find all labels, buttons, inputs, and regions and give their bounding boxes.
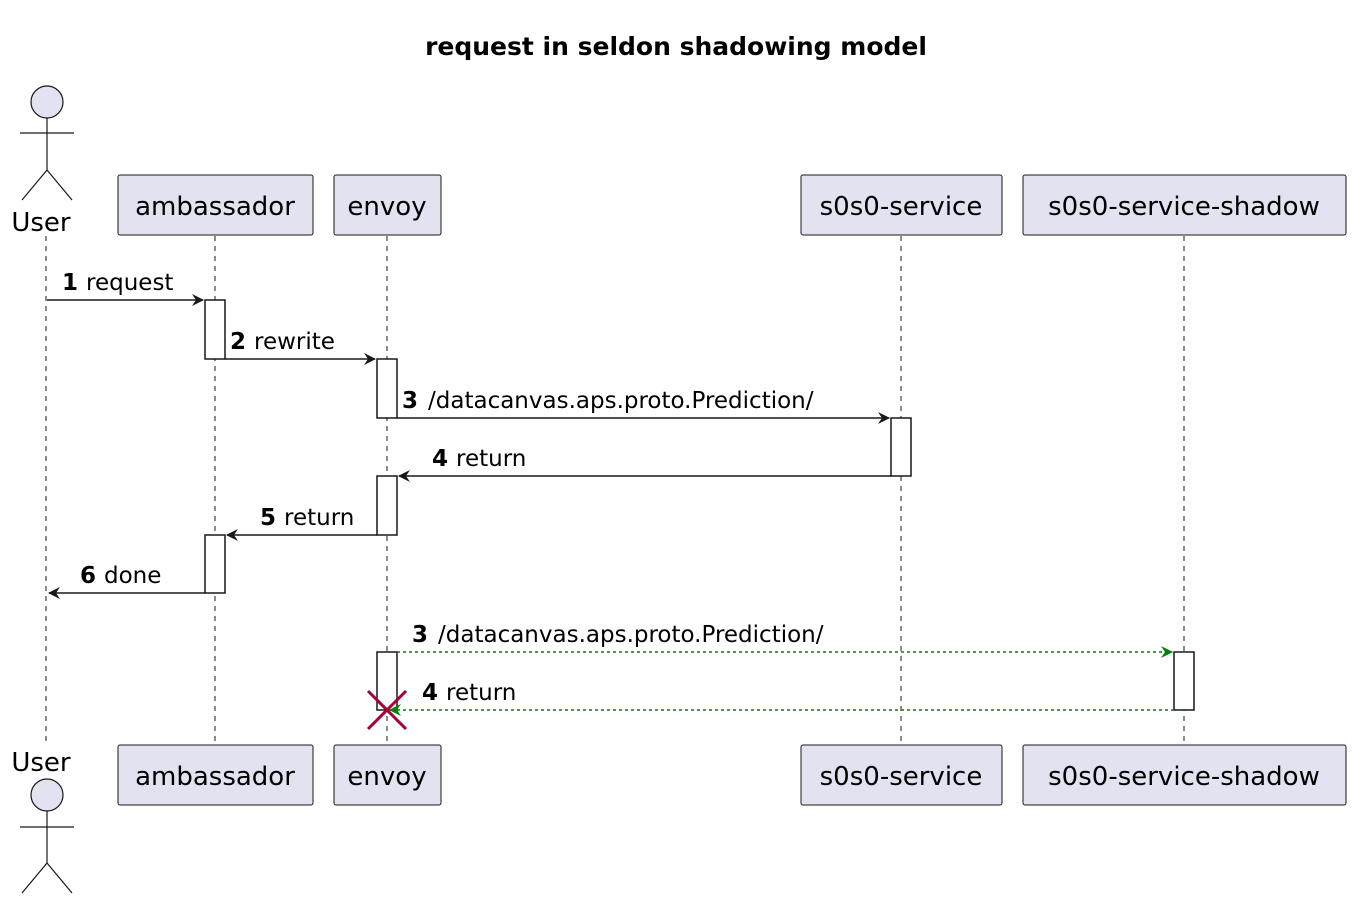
actor-head [30, 778, 64, 812]
message-number: 3 [402, 388, 418, 414]
participant-envoy-label: envoy [347, 192, 426, 222]
participants-top: User ambassador envoy s0s0-service s0s0-… [11, 85, 1347, 238]
message-2-rewrite: 2 rewrite [225, 329, 376, 365]
message-number: 2 [230, 329, 246, 355]
message-4-return: 4 return [398, 446, 891, 482]
message-label: rewrite [254, 329, 335, 355]
message-label: return [284, 505, 354, 531]
message-5-return: 5 return [226, 505, 377, 541]
participant-s0s0-service-shadow-bottom: s0s0-service-shadow [1022, 744, 1347, 806]
participant-ambassador-top: ambassador [117, 174, 314, 236]
messages: 1 request 2 rewrite 3/datacanvas.aps.proto… [47, 270, 1174, 716]
participant-s0s0-service-label: s0s0-service [820, 762, 983, 792]
participant-s0s0-service-shadow-label: s0s0-service-shadow [1048, 192, 1320, 222]
message-label: done [104, 563, 161, 589]
participant-s0s0-service-top: s0s0-service [800, 174, 1003, 236]
participant-ambassador-bottom: ambassador [117, 744, 314, 806]
participant-envoy-label: envoy [347, 762, 426, 792]
participants-bottom: User ambassador envoy s0s0-service s0s0-… [11, 744, 1347, 894]
activation-envoy-2 [376, 475, 398, 536]
actor-user-top: User [11, 85, 74, 238]
message-label: /datacanvas.aps.proto.Prediction/ [428, 388, 814, 414]
activation-s0s0-service [890, 417, 912, 477]
svg-text:3/datacanvas.aps.proto.Predict: 3/datacanvas.aps.proto.Prediction/ [412, 622, 824, 648]
message-number: 1 [62, 270, 78, 296]
message-label: return [456, 446, 526, 472]
actor-head [30, 85, 64, 119]
activation-s0s0-service-shadow [1173, 651, 1195, 711]
actor-user-label: User [11, 208, 71, 238]
message-1-request: 1 request [47, 270, 204, 306]
participant-envoy-bottom: envoy [333, 744, 442, 806]
svg-text:3/datacanvas.aps.proto.Predict: 3/datacanvas.aps.proto.Prediction/ [402, 388, 814, 414]
participant-s0s0-service-shadow-label: s0s0-service-shadow [1048, 762, 1320, 792]
message-label: /datacanvas.aps.proto.Prediction/ [438, 622, 824, 648]
message-number: 6 [80, 563, 96, 589]
actor-user-bottom: User [11, 748, 74, 894]
participant-ambassador-label: ambassador [135, 762, 295, 792]
participant-s0s0-service-bottom: s0s0-service [800, 744, 1003, 806]
message-3-shadow-prediction: 3/datacanvas.aps.proto.Prediction/ [397, 622, 1173, 658]
message-4-shadow-return: 4 return [389, 680, 1174, 716]
activation-ambassador-1 [204, 299, 226, 360]
message-6-done: 6 done [48, 563, 205, 599]
message-number: 4 [422, 680, 438, 706]
message-number: 5 [260, 505, 276, 531]
message-3-prediction: 3/datacanvas.aps.proto.Prediction/ [397, 388, 890, 424]
message-label: return [446, 680, 516, 706]
diagram-title: request in seldon shadowing model [425, 32, 927, 61]
participant-s0s0-service-shadow-top: s0s0-service-shadow [1022, 174, 1347, 236]
participant-envoy-top: envoy [333, 174, 442, 236]
actor-user-label: User [11, 748, 71, 778]
activation-envoy-1 [376, 358, 398, 419]
message-number: 3 [412, 622, 428, 648]
participant-s0s0-service-label: s0s0-service [820, 192, 983, 222]
message-label: request [86, 270, 173, 296]
participant-ambassador-label: ambassador [135, 192, 295, 222]
message-number: 4 [432, 446, 448, 472]
destroy-x-icon [366, 689, 408, 731]
activation-ambassador-2 [204, 534, 226, 594]
